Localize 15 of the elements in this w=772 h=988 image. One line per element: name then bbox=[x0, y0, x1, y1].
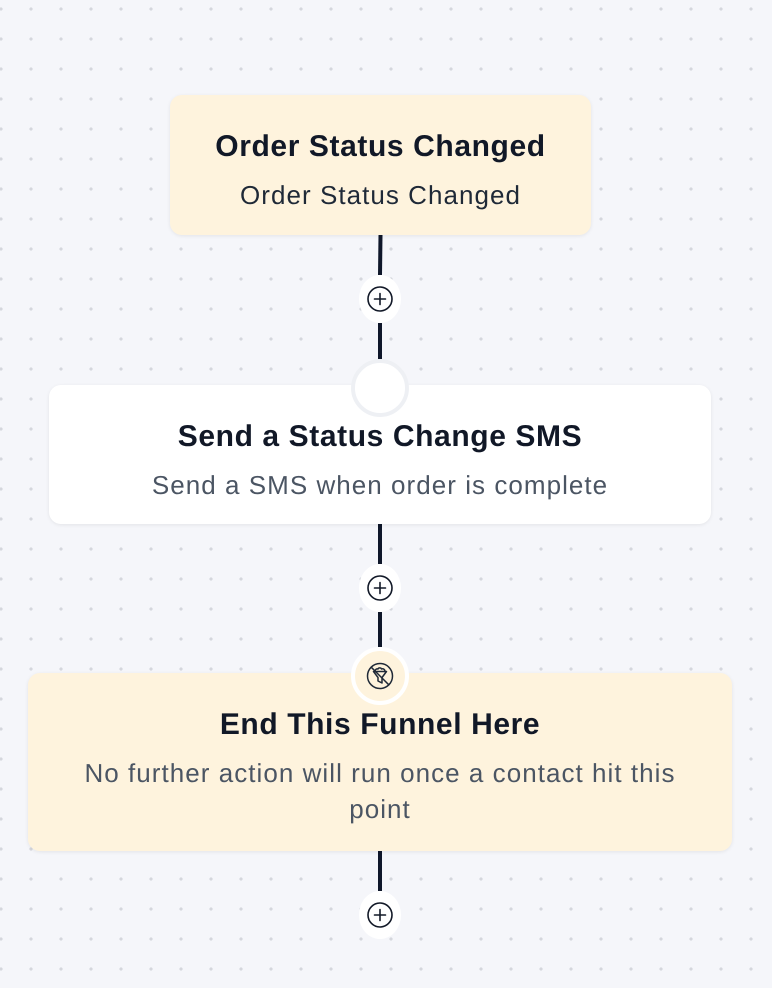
add-step-button bbox=[359, 891, 401, 939]
step-title: Order Status Changed bbox=[215, 130, 546, 164]
connector-line bbox=[378, 524, 382, 564]
step-title: Send a Status Change SMS bbox=[178, 420, 582, 454]
step-title: End This Funnel Here bbox=[220, 708, 540, 742]
connector-line bbox=[378, 612, 382, 647]
add-step-button bbox=[359, 275, 401, 323]
step-description: No further action will run once a contact hit this point bbox=[83, 757, 677, 826]
step-card bbox=[170, 95, 591, 235]
step-description: Order Status Changed bbox=[240, 179, 521, 212]
connector-line bbox=[378, 234, 382, 276]
add-step-button bbox=[359, 564, 401, 612]
connector-line bbox=[378, 323, 382, 359]
step-description: Send a SMS when order is complete bbox=[152, 469, 608, 502]
connector-line bbox=[378, 851, 382, 891]
